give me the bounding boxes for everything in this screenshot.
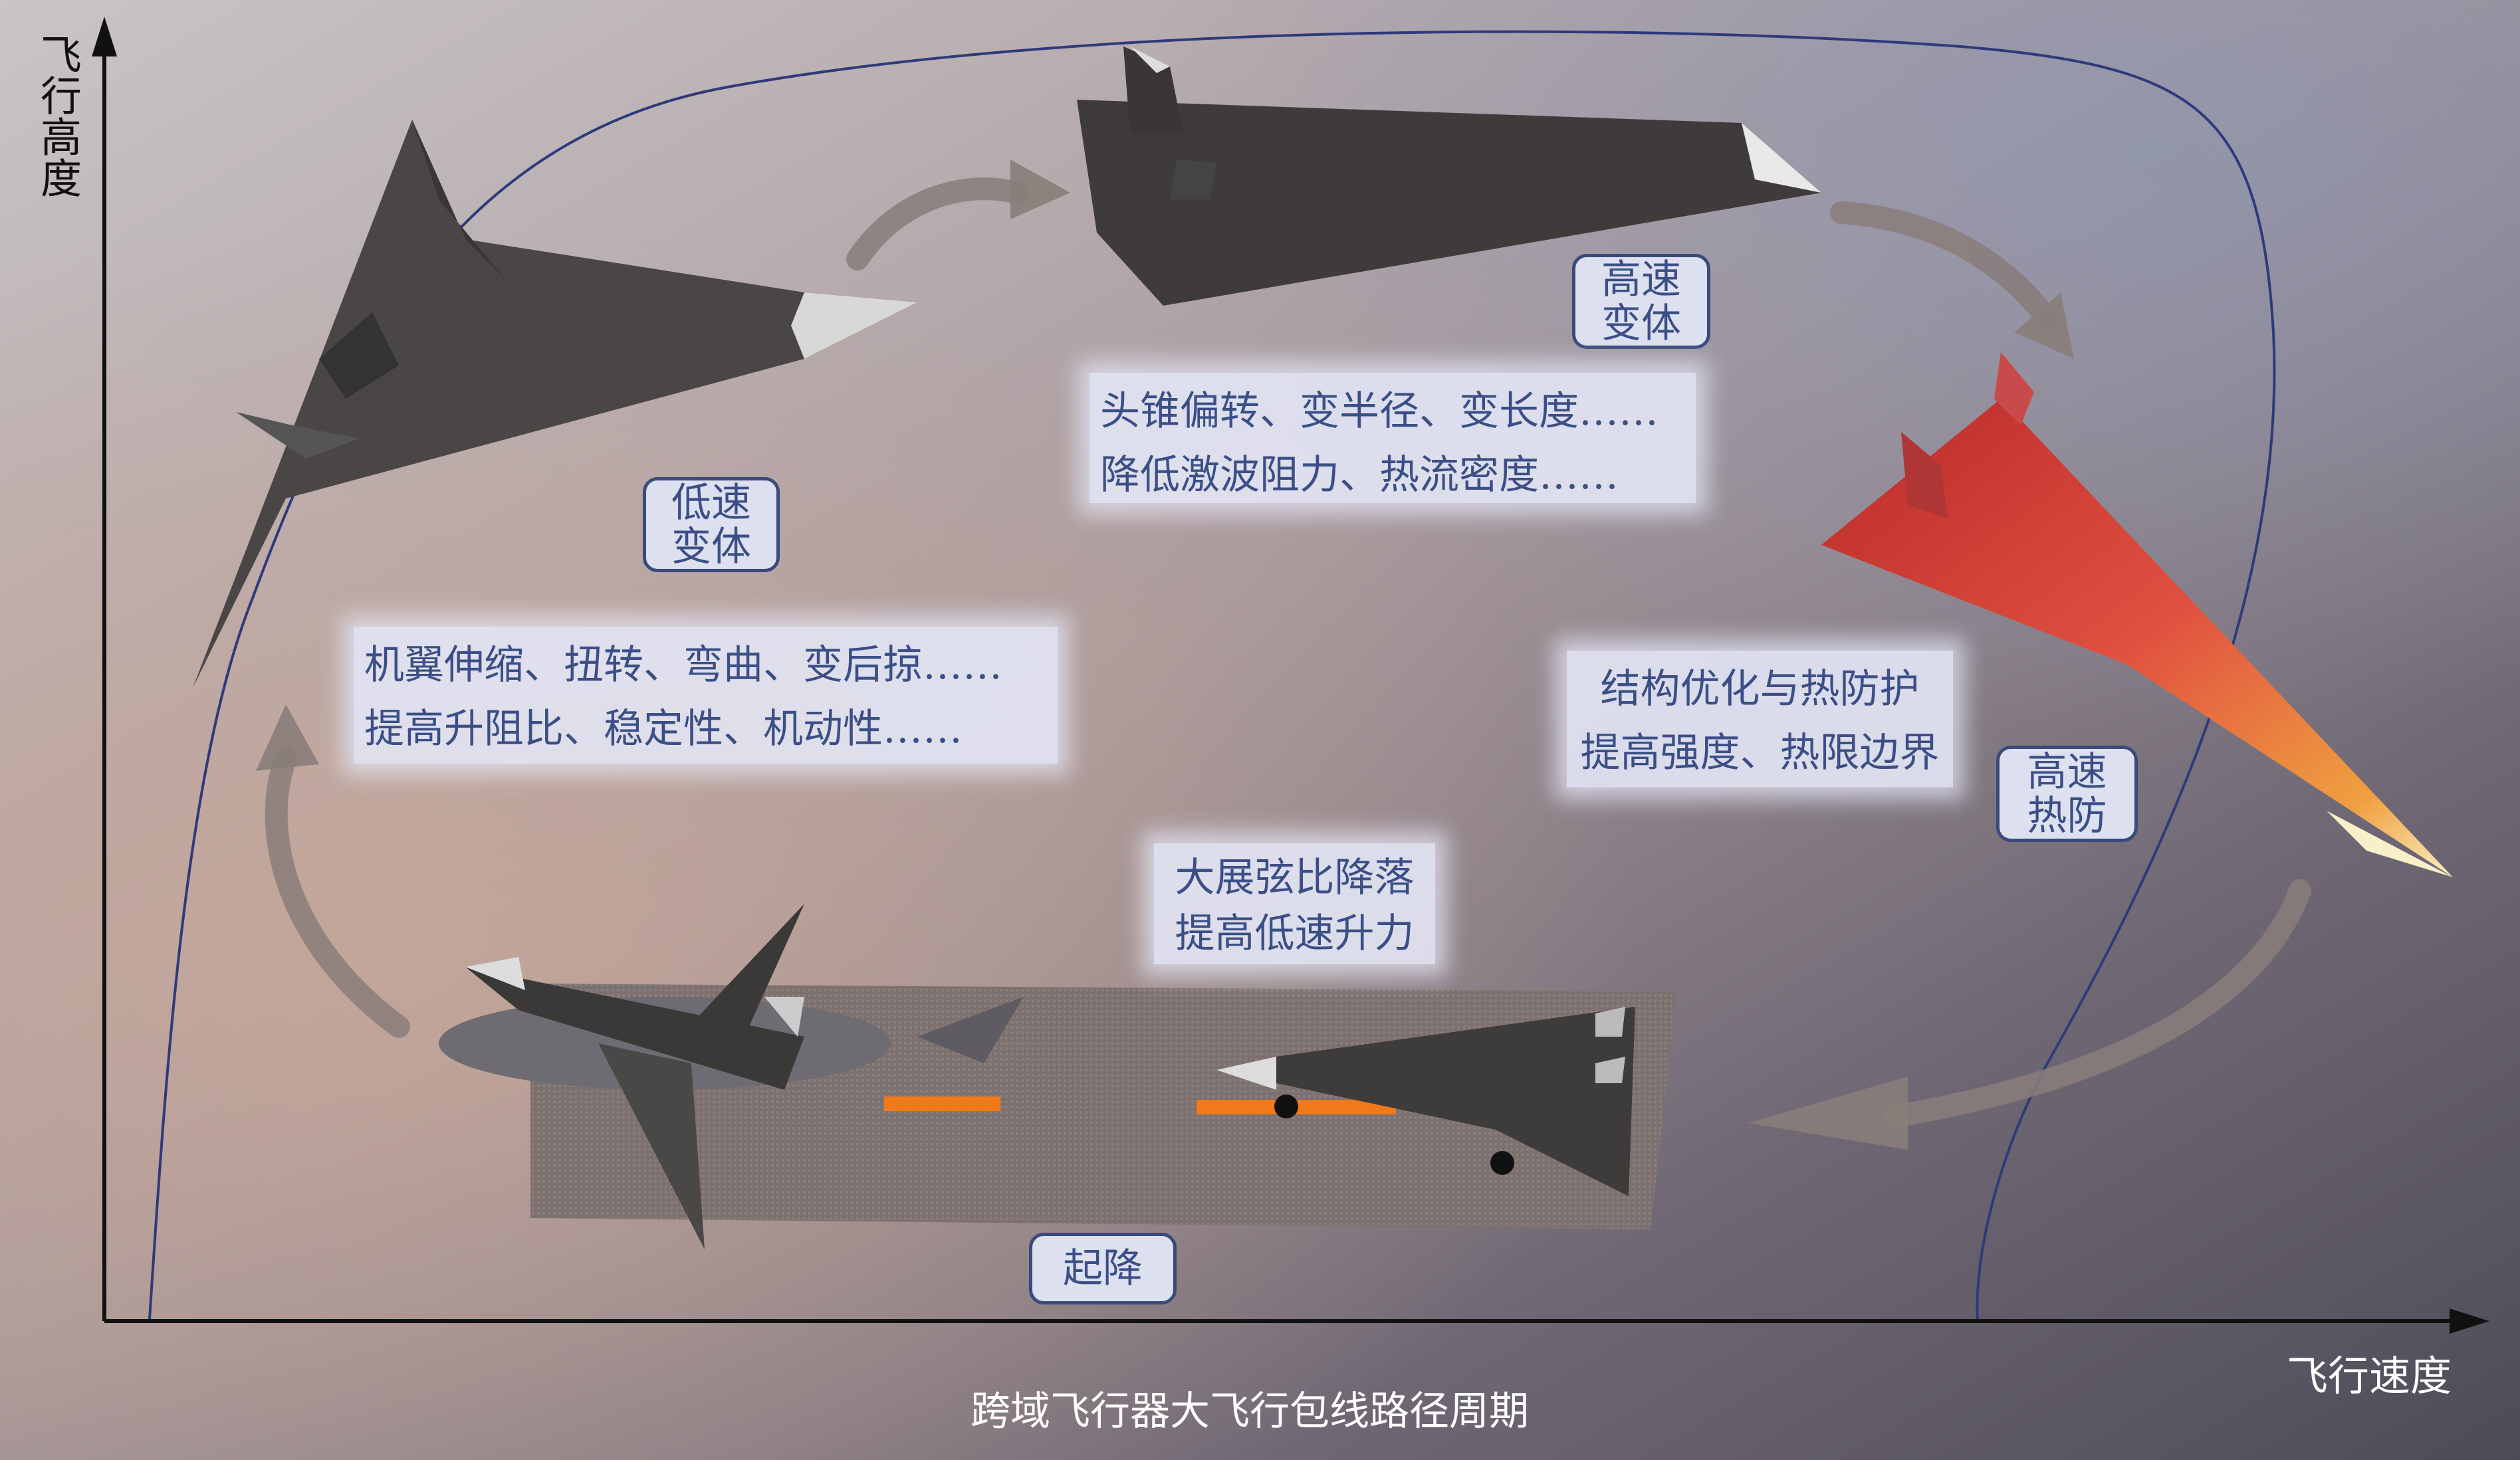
panel-thermal: 结构优化与热防护 提高强度、热限边界 — [1567, 651, 1953, 787]
flight-envelope-curve — [148, 30, 2276, 1320]
tag-line: 变体 — [1601, 300, 1681, 347]
panel-line: 大展弦比降落 — [1175, 855, 1415, 901]
panel-low-speed: 机翼伸缩、扭转、弯曲、变后掠…… 提高升阻比、稳定性、机动性…… — [354, 627, 1058, 764]
panel-high-speed: 头锥偏转、变半径、变长度…… 降低激波阻力、热流密度…… — [1089, 373, 1696, 503]
tag-line: 起降 — [1063, 1245, 1143, 1292]
tag-line: 热防 — [2027, 792, 2107, 839]
tag-line: 高速 — [2027, 748, 2107, 795]
y-axis-arrow-icon — [92, 17, 117, 56]
panel-line: 头锥偏转、变半径、变长度…… — [1100, 388, 1659, 435]
low-speed-morphing-aircraft — [193, 120, 917, 688]
tag-line: 变体 — [671, 523, 751, 570]
tag-low-speed-morphing: 低速 变体 — [643, 477, 780, 572]
tag-line: 低速 — [671, 479, 751, 526]
tag-high-speed-morphing: 高速 变体 — [1572, 254, 1710, 349]
panel-line: 机翼伸缩、扭转、弯曲、变后掠…… — [364, 642, 1002, 688]
tag-takeoff-landing: 起降 — [1029, 1233, 1177, 1304]
panel-line: 降低激波阻力、热流密度…… — [1100, 452, 1619, 498]
takeoff-aircraft-large-wing — [439, 904, 1024, 1249]
diagram-caption: 跨域飞行器大飞行包线路径周期 — [971, 1388, 1529, 1435]
tag-high-speed-thermal: 高速 热防 — [1996, 746, 2138, 842]
runway-mark-left — [884, 1096, 1000, 1111]
panel-line: 提高低速升力 — [1175, 910, 1415, 957]
tag-line: 高速 — [1601, 256, 1681, 303]
arrow-heads — [256, 159, 2074, 1150]
x-axis-label: 飞行速度 — [2287, 1352, 2452, 1400]
panel-landing: 大展弦比降落 提高低速升力 — [1154, 843, 1435, 964]
thermal-protection-aircraft — [1821, 352, 2453, 877]
x-axis-arrow-icon — [2450, 1308, 2489, 1334]
landing-aircraft-delta — [1216, 1007, 1635, 1196]
panel-line: 结构优化与热防护 — [1600, 666, 1920, 712]
y-axis-label: 飞行高度 — [33, 33, 82, 198]
panel-line: 提高升阻比、稳定性、机动性…… — [364, 706, 963, 752]
high-speed-morphing-aircraft — [1077, 47, 1821, 306]
panel-line: 提高强度、热限边界 — [1580, 730, 1940, 776]
cycle-arrows — [265, 177, 2311, 1128]
